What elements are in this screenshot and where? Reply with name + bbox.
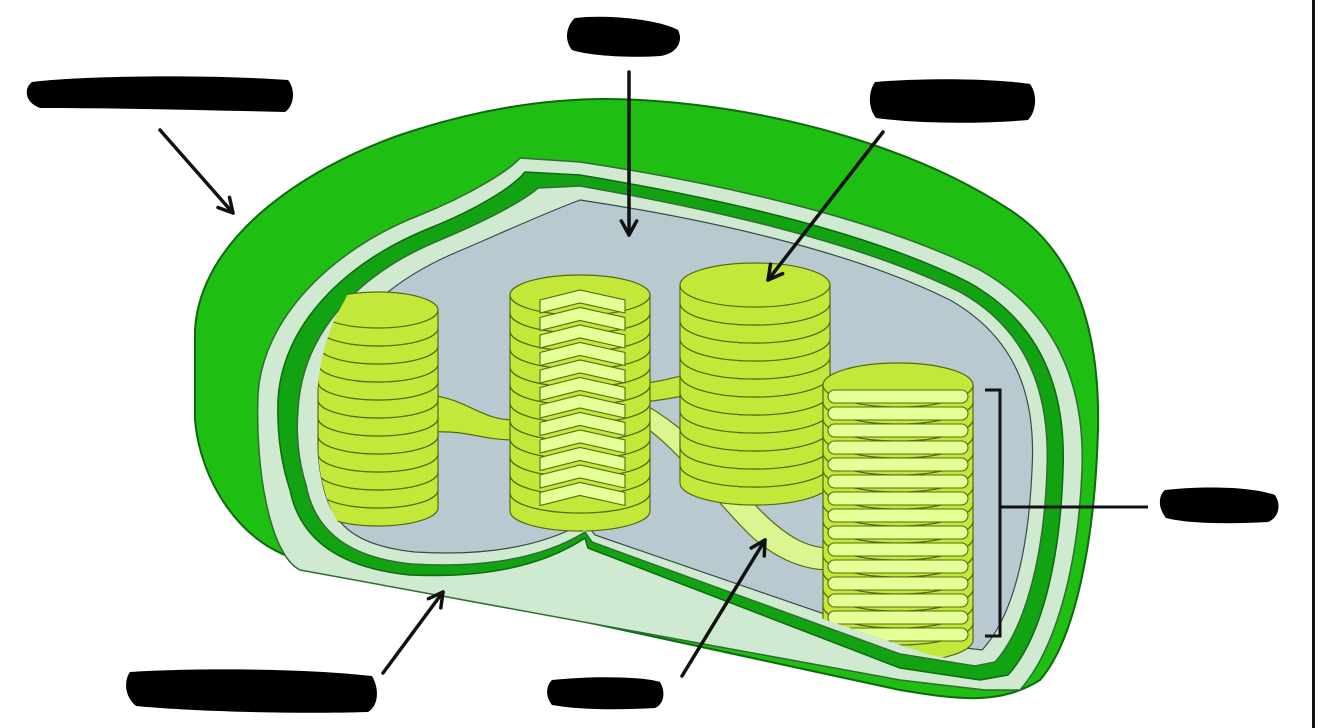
redacted-label-lamella [547,677,664,710]
thylakoid-cut-face [827,491,969,506]
thylakoid-cut-face [539,306,626,332]
arrow-inner-membrane [381,590,445,675]
redacted-label-granum [1159,487,1279,524]
granum-left [317,291,439,527]
thylakoid-cut-face [827,559,969,574]
redacted-label-outer-membrane [26,76,294,112]
arrow-stroma [619,70,639,237]
thylakoid-cut-face [539,324,626,349]
thylakoid-cut-face [539,464,626,489]
arrow-outer-membrane [158,128,235,215]
thylakoid-cut-face [827,474,969,489]
border-line [1312,0,1315,728]
thylakoid-cut-face [827,593,969,608]
granum-front-cut [827,389,969,642]
thylakoid-cut-face [539,446,626,472]
thylakoid-cut-face [539,376,626,402]
thylakoid-cut-face [827,440,969,455]
granum-center-cut [539,289,626,507]
thylakoid-cut-face [827,457,969,472]
thylakoid-cut-face [827,610,969,625]
thylakoid-cut-face [827,576,969,591]
thylakoid-cut-face [827,389,969,404]
thylakoid-cut-face [827,423,969,438]
thylakoid-cut-face [539,359,626,384]
thylakoid-cut-face [539,289,626,314]
thylakoid-cut-face [539,481,626,507]
arrow-lamella [680,538,767,678]
redacted-label-thylakoid [869,79,1036,123]
redacted-label-stroma [566,16,680,57]
granum-back [679,262,831,506]
thylakoid-cut-face [539,411,626,437]
thylakoid-disc-top [679,262,831,308]
thylakoid-cut-face [827,508,969,523]
redacted-label-inner-membrane [126,669,377,713]
thylakoid-cut-face [539,394,626,419]
thylakoid-cut-face [539,341,626,367]
granum-bracket [985,388,1002,638]
arrow-thylakoid [766,130,885,282]
thylakoid-cut-face [539,429,626,454]
thylakoid-cut-face [827,542,969,557]
thylakoid-cut-face [827,525,969,540]
thylakoid-cut-face [827,406,969,421]
